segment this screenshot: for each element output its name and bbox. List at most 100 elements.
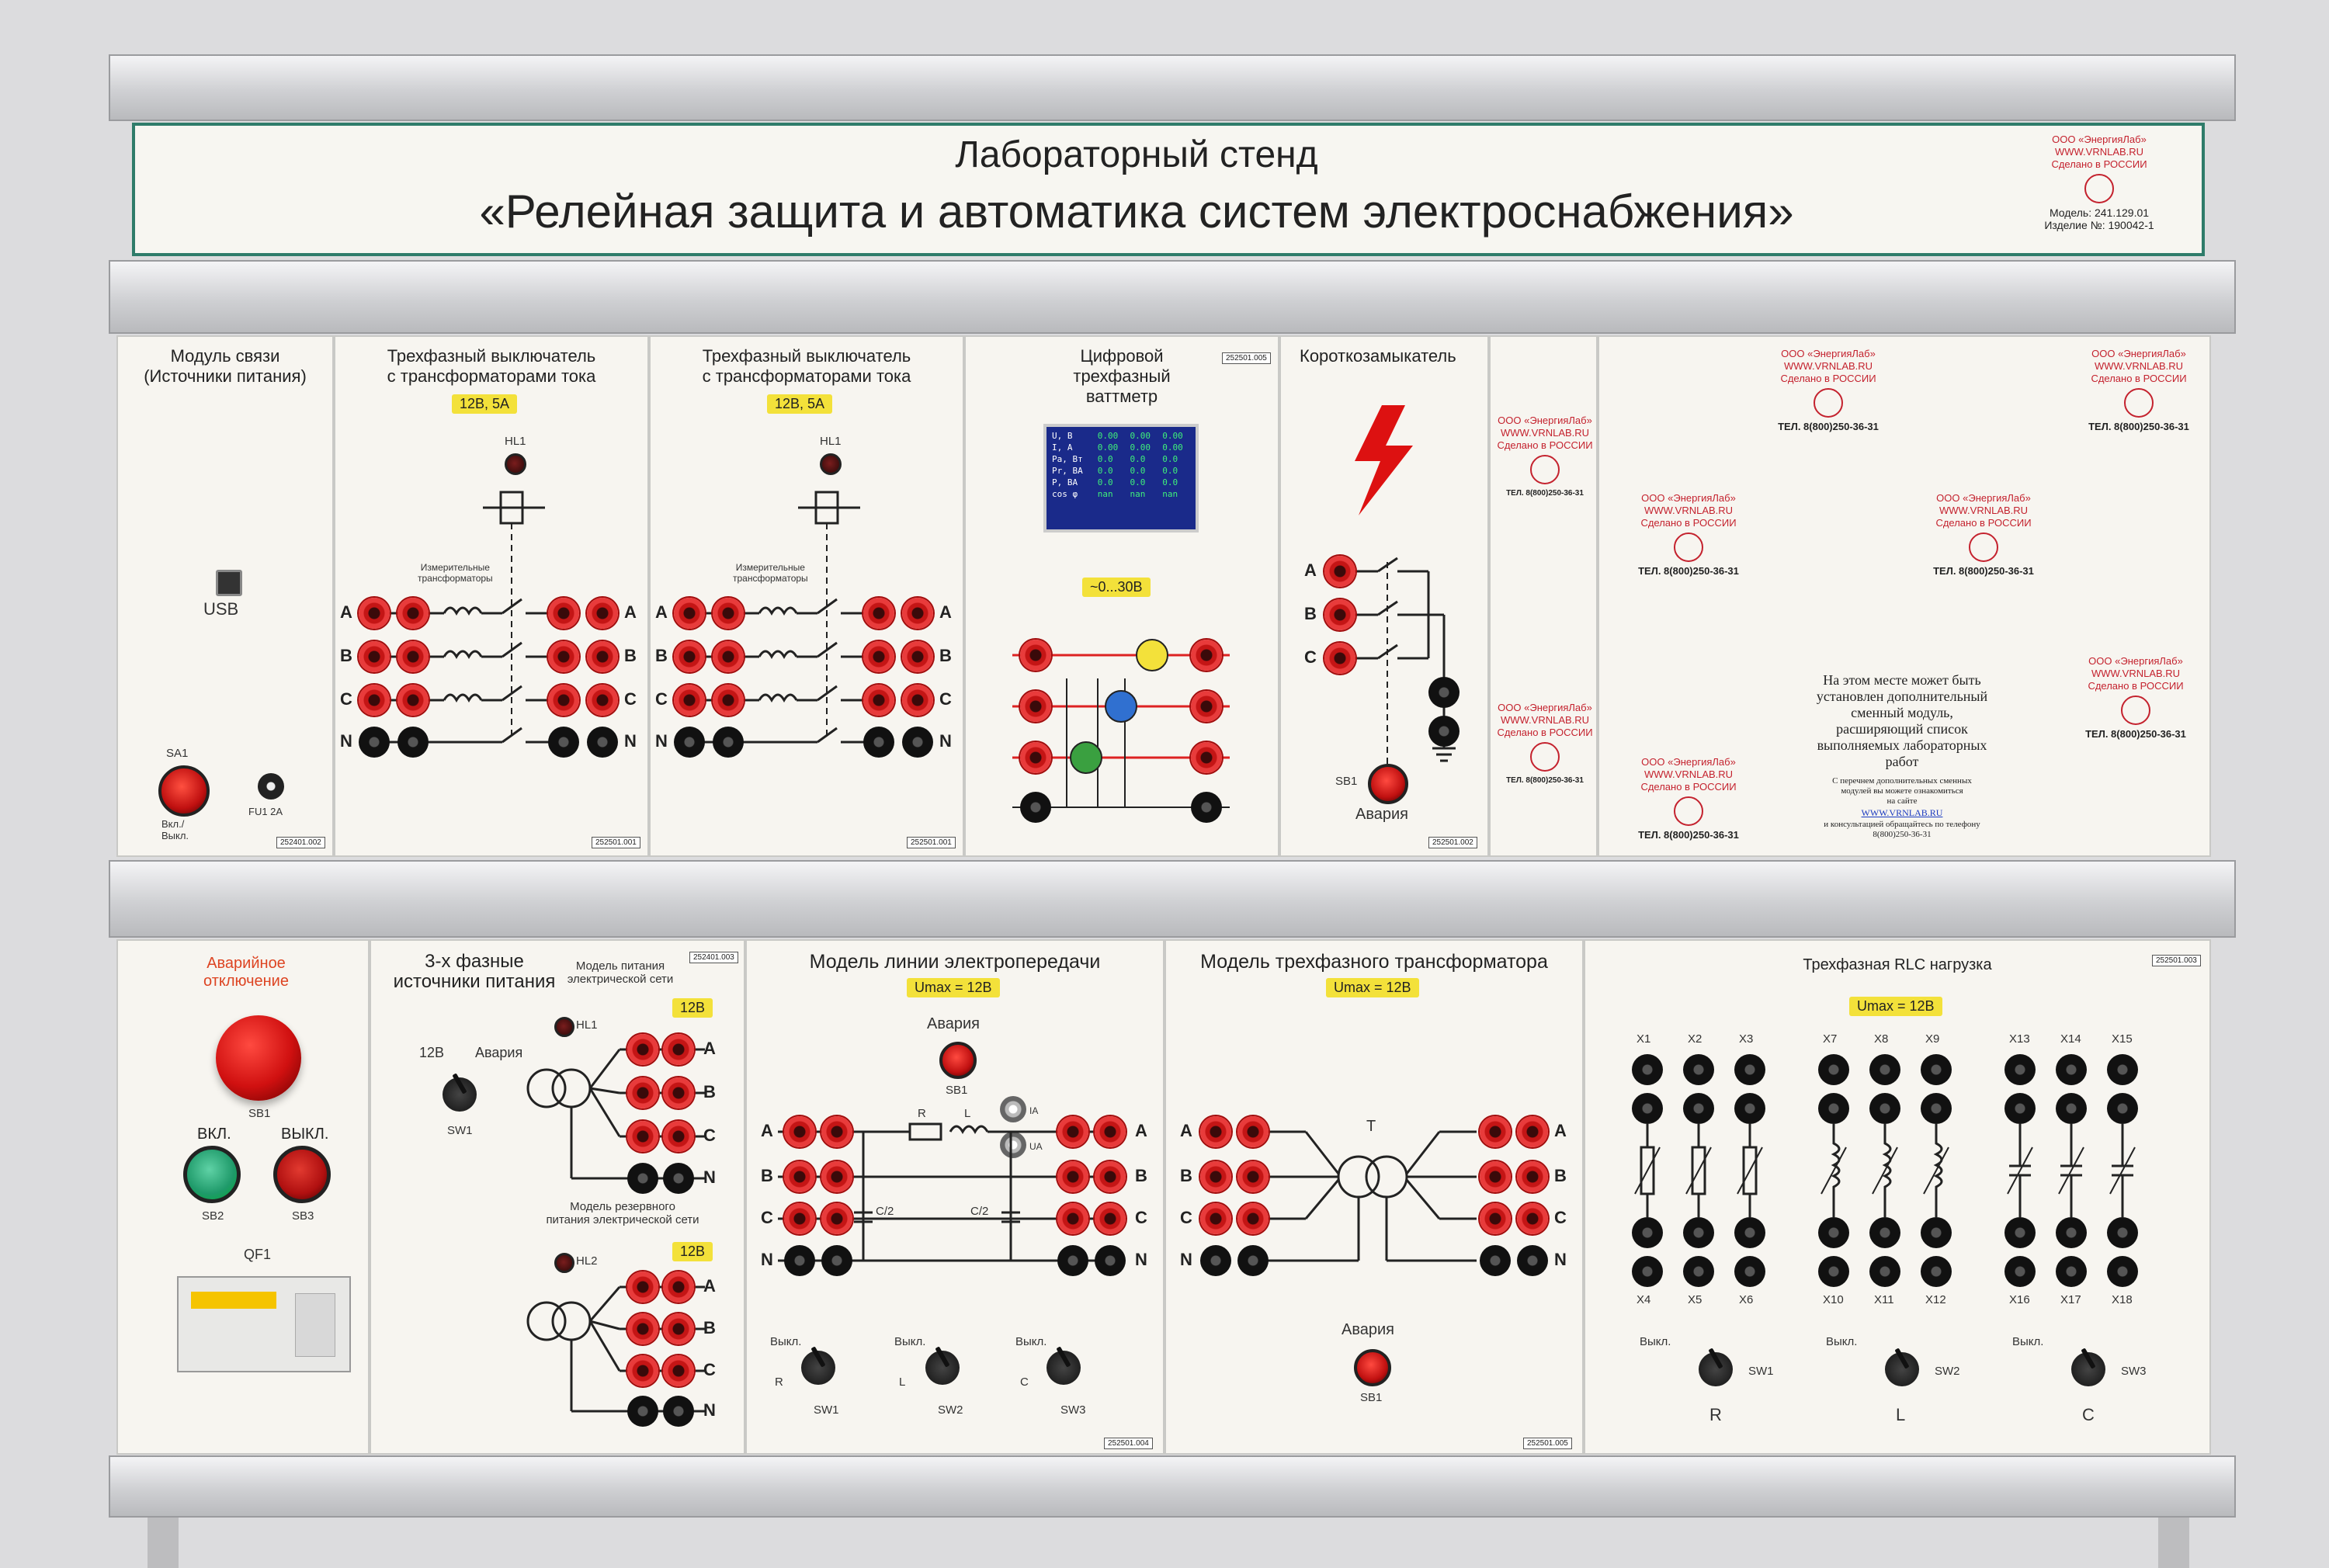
- jack[interactable]: [1683, 1093, 1714, 1124]
- jack[interactable]: [1191, 792, 1222, 823]
- jack[interactable]: [1632, 1256, 1663, 1287]
- jack[interactable]: [1095, 1245, 1126, 1276]
- jack[interactable]: [1191, 640, 1222, 671]
- jack[interactable]: [627, 1313, 658, 1344]
- jack[interactable]: [627, 1355, 658, 1386]
- jack[interactable]: [663, 1077, 694, 1108]
- jack[interactable]: [1734, 1054, 1765, 1085]
- jack[interactable]: [1480, 1203, 1511, 1234]
- jack[interactable]: [1200, 1245, 1231, 1276]
- jack[interactable]: [1869, 1217, 1900, 1248]
- jack[interactable]: [1869, 1256, 1900, 1287]
- jack[interactable]: [548, 641, 579, 672]
- jack[interactable]: [397, 727, 429, 758]
- jack[interactable]: [1734, 1217, 1765, 1248]
- jack[interactable]: [1428, 716, 1460, 747]
- power-switch-button[interactable]: [158, 765, 210, 817]
- jack[interactable]: [1237, 1245, 1269, 1276]
- jack[interactable]: [1480, 1245, 1511, 1276]
- jack[interactable]: [397, 685, 429, 716]
- jack[interactable]: [1237, 1203, 1269, 1234]
- jack[interactable]: [1632, 1054, 1663, 1085]
- jack[interactable]: [1734, 1093, 1765, 1124]
- jack[interactable]: [1683, 1054, 1714, 1085]
- jack[interactable]: [1517, 1116, 1548, 1147]
- jack[interactable]: [784, 1116, 815, 1147]
- jack[interactable]: [1020, 792, 1051, 823]
- jack[interactable]: [627, 1271, 658, 1303]
- fuse-holder-icon[interactable]: [258, 773, 284, 800]
- jack[interactable]: [663, 1396, 694, 1427]
- jack[interactable]: [1191, 742, 1222, 773]
- voltage-meter-terminal[interactable]: [1000, 1132, 1026, 1158]
- rlc-l-selector-knob[interactable]: [1885, 1352, 1919, 1386]
- jack[interactable]: [1869, 1093, 1900, 1124]
- jack[interactable]: [674, 685, 705, 716]
- usb-port-icon[interactable]: [216, 570, 242, 596]
- current-meter-terminal[interactable]: [1000, 1096, 1026, 1122]
- jack[interactable]: [663, 1355, 694, 1386]
- jack[interactable]: [1020, 742, 1051, 773]
- jack[interactable]: [1057, 1245, 1088, 1276]
- jack[interactable]: [627, 1121, 658, 1152]
- jack[interactable]: [1921, 1093, 1952, 1124]
- source-selector-knob[interactable]: [443, 1077, 477, 1112]
- jack[interactable]: [1324, 556, 1355, 587]
- jack[interactable]: [2004, 1054, 2036, 1085]
- jack[interactable]: [1057, 1161, 1088, 1192]
- jack[interactable]: [2004, 1256, 2036, 1287]
- jack[interactable]: [863, 598, 894, 629]
- jack[interactable]: [1818, 1054, 1849, 1085]
- jack[interactable]: [863, 641, 894, 672]
- jack[interactable]: [821, 1116, 852, 1147]
- on-button[interactable]: [183, 1146, 241, 1203]
- jack[interactable]: [1095, 1116, 1126, 1147]
- jack[interactable]: [821, 1203, 852, 1234]
- jack[interactable]: [902, 641, 933, 672]
- jack[interactable]: [1517, 1203, 1548, 1234]
- jack[interactable]: [821, 1161, 852, 1192]
- jack[interactable]: [587, 598, 618, 629]
- jack[interactable]: [1632, 1093, 1663, 1124]
- jack[interactable]: [2107, 1256, 2138, 1287]
- jack[interactable]: [1683, 1256, 1714, 1287]
- jack[interactable]: [1020, 640, 1051, 671]
- jack[interactable]: [663, 1313, 694, 1344]
- line-alarm-button[interactable]: [939, 1042, 977, 1079]
- blank-module-link[interactable]: WWW.VRNLAB.RU: [1861, 807, 1943, 818]
- jack[interactable]: [1324, 599, 1355, 630]
- jack[interactable]: [2056, 1054, 2087, 1085]
- emergency-stop-button[interactable]: [216, 1015, 301, 1101]
- jack[interactable]: [2004, 1217, 2036, 1248]
- jack[interactable]: [627, 1034, 658, 1065]
- jack[interactable]: [548, 727, 579, 758]
- jack[interactable]: [863, 685, 894, 716]
- jack[interactable]: [663, 1034, 694, 1065]
- jack[interactable]: [1237, 1116, 1269, 1147]
- jack[interactable]: [1057, 1203, 1088, 1234]
- off-button[interactable]: [273, 1146, 331, 1203]
- jack[interactable]: [2107, 1093, 2138, 1124]
- jack[interactable]: [1480, 1116, 1511, 1147]
- jack[interactable]: [587, 727, 618, 758]
- jack[interactable]: [713, 685, 744, 716]
- jack[interactable]: [1020, 691, 1051, 722]
- jack[interactable]: [674, 641, 705, 672]
- jack[interactable]: [1480, 1161, 1511, 1192]
- jack[interactable]: [2107, 1054, 2138, 1085]
- jack[interactable]: [663, 1271, 694, 1303]
- jack[interactable]: [1324, 643, 1355, 674]
- jack[interactable]: [1921, 1054, 1952, 1085]
- jack[interactable]: [627, 1396, 658, 1427]
- line-l-selector-knob[interactable]: [925, 1351, 960, 1385]
- jack[interactable]: [359, 685, 390, 716]
- jack[interactable]: [1683, 1217, 1714, 1248]
- jack[interactable]: [674, 727, 705, 758]
- jack[interactable]: [1200, 1203, 1231, 1234]
- jack[interactable]: [902, 685, 933, 716]
- jack[interactable]: [1869, 1054, 1900, 1085]
- jack[interactable]: [2056, 1256, 2087, 1287]
- jack[interactable]: [1632, 1217, 1663, 1248]
- jack[interactable]: [587, 685, 618, 716]
- rlc-r-selector-knob[interactable]: [1699, 1352, 1733, 1386]
